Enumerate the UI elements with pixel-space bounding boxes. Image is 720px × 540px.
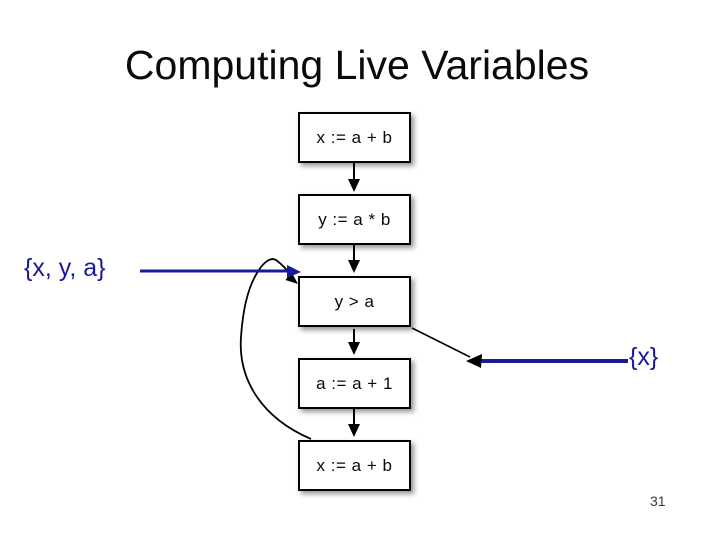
live-set-annotation-x: {x}	[629, 343, 659, 371]
flow-node-y-assign: y := a * b	[298, 194, 411, 245]
slide-page-number: 31	[650, 493, 666, 509]
flow-arrow-b2-b3	[348, 245, 360, 273]
flow-arrow-b3-b4	[348, 329, 360, 355]
loopback-edge	[239, 258, 312, 440]
live-set-annotation-xya: {x, y, a}	[24, 254, 106, 282]
annotation-arrow-left	[140, 265, 301, 278]
flow-node-label: y > a	[334, 291, 375, 311]
slide-title: Computing Live Variables	[124, 42, 590, 88]
flow-node-x-assign-2: x := a + b	[298, 440, 411, 491]
exit-edge-diagonal	[411, 327, 471, 358]
flow-node-label: x := a + b	[316, 455, 393, 475]
flow-arrow-b4-b5	[348, 409, 360, 437]
flow-arrow-b1-b2	[348, 163, 360, 192]
flow-node-label: x := a + b	[316, 127, 393, 147]
flow-node-label: y := a * b	[318, 209, 391, 229]
annotation-arrow-right	[466, 354, 628, 368]
flow-node-a-increment: a := a + 1	[298, 358, 411, 409]
flow-node-condition: y > a	[298, 276, 411, 327]
flow-node-x-assign-1: x := a + b	[298, 112, 411, 163]
flow-node-label: a := a + 1	[316, 373, 393, 393]
